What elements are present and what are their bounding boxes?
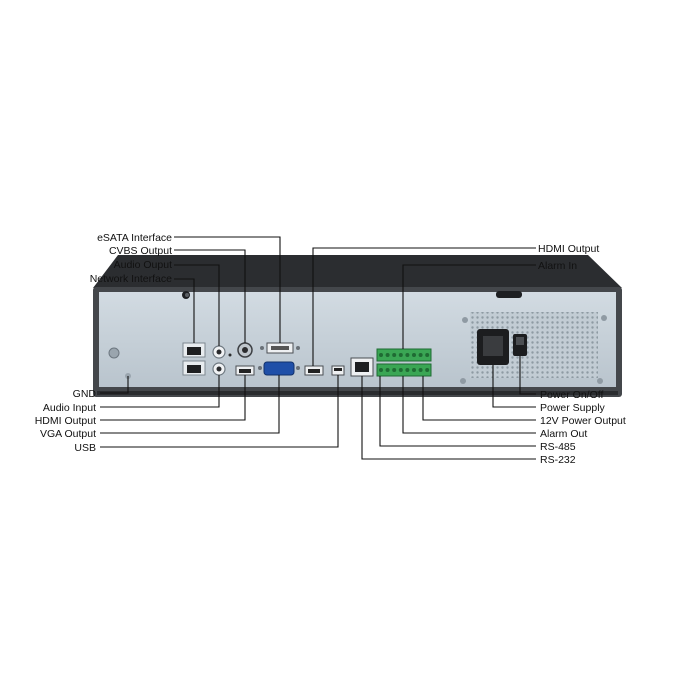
power-switch-rocker [516, 337, 524, 345]
label-gnd: GND [73, 388, 97, 400]
nvr-device [93, 255, 622, 397]
leader-esata [174, 236, 281, 343]
leader-audio-output [174, 264, 220, 346]
leader-usb [100, 375, 339, 448]
terminal-screw [425, 368, 430, 372]
label-hdmi-output: HDMI Output [35, 415, 96, 427]
panel-screw [462, 317, 468, 323]
vga-screw [296, 366, 300, 370]
leader-rs232 [361, 376, 536, 460]
terminal-screw [398, 368, 403, 372]
label-audio-input: Audio Input [43, 402, 96, 414]
leader-lines [100, 236, 536, 460]
label-audio-output: Audio Ouput [114, 259, 172, 271]
label-vga-output: VGA Output [40, 428, 96, 440]
leader-12v [422, 376, 536, 421]
handle-slot [496, 291, 522, 298]
label-network-interface: Network Interface [90, 273, 172, 285]
cvbs-bnc-core [242, 347, 248, 353]
terminal-screw [398, 353, 403, 357]
leader-audio-input [100, 375, 220, 408]
label-power-supply: Power Supply [540, 402, 606, 414]
label-esata-interface: eSATA Interface [97, 232, 172, 244]
alarm-in-terminal-block [376, 348, 432, 362]
leader-gnd [100, 376, 129, 394]
esata-screw [296, 346, 300, 350]
network-port-socket [187, 365, 201, 373]
panel-screw [597, 378, 603, 384]
terminal-screw [385, 368, 390, 372]
terminal-screw [418, 368, 423, 372]
label-alarm-out: Alarm Out [540, 428, 587, 440]
terminal-screw [418, 353, 423, 357]
leader-rs485 [379, 376, 536, 447]
terminal-screw [392, 353, 397, 357]
label-usb: USB [74, 442, 96, 454]
terminal-screw [379, 368, 383, 372]
terminal-screw [392, 368, 397, 372]
leader-vga [100, 375, 280, 434]
leader-power-supply [492, 365, 536, 408]
label-rs232: RS-232 [540, 454, 576, 466]
indicator-dot [228, 353, 232, 357]
terminal-screw [412, 353, 416, 357]
label-power-onoff: Power On/Off [540, 389, 603, 401]
vga-screw [258, 366, 262, 370]
audio-input-jack-core [216, 366, 222, 372]
vga-port [263, 361, 295, 376]
leader-alarm-in [402, 264, 536, 349]
terminal-screw [412, 368, 416, 372]
hdmi-port-socket [308, 369, 320, 373]
leader-hdmi-top [312, 247, 536, 366]
gnd-screw [108, 347, 120, 359]
chassis-bottom-edge [97, 391, 618, 395]
leader-power-onoff [519, 356, 536, 395]
esata-screw [260, 346, 264, 350]
label-cvbs-output: CVBS Output [109, 245, 172, 257]
leader-alarm-out [402, 376, 536, 434]
esata-port-socket [271, 346, 289, 350]
terminal-screw [385, 353, 390, 357]
chassis-top [93, 255, 622, 288]
label-12v-power-output: 12V Power Output [540, 415, 626, 427]
panel-screw [601, 315, 607, 321]
terminal-screws [379, 353, 430, 372]
terminal-screw [379, 353, 383, 357]
label-rs485: RS-485 [540, 441, 576, 453]
rs232-port-socket [355, 362, 369, 372]
leader-hdmi-output [100, 375, 246, 421]
terminal-screw [405, 368, 410, 372]
label-hdmi-output-top: HDMI Output [538, 243, 599, 255]
audio-output-jack-core [216, 349, 222, 355]
panel-screw [185, 293, 189, 297]
hdmi-port-socket [239, 369, 251, 373]
panel-screw [460, 378, 466, 384]
terminal-screw [405, 353, 410, 357]
leader-network [174, 278, 195, 343]
alarm-out-terminal-block [376, 363, 432, 377]
power-supply-inlet-socket [483, 336, 503, 356]
label-alarm-in: Alarm In [538, 260, 577, 272]
usb-port-socket [334, 368, 342, 371]
network-port-socket [187, 347, 201, 355]
leader-cvbs [174, 249, 246, 343]
terminal-screw [425, 353, 430, 357]
callout-labels: eSATA Interface CVBS Output Audio Ouput … [35, 232, 626, 466]
